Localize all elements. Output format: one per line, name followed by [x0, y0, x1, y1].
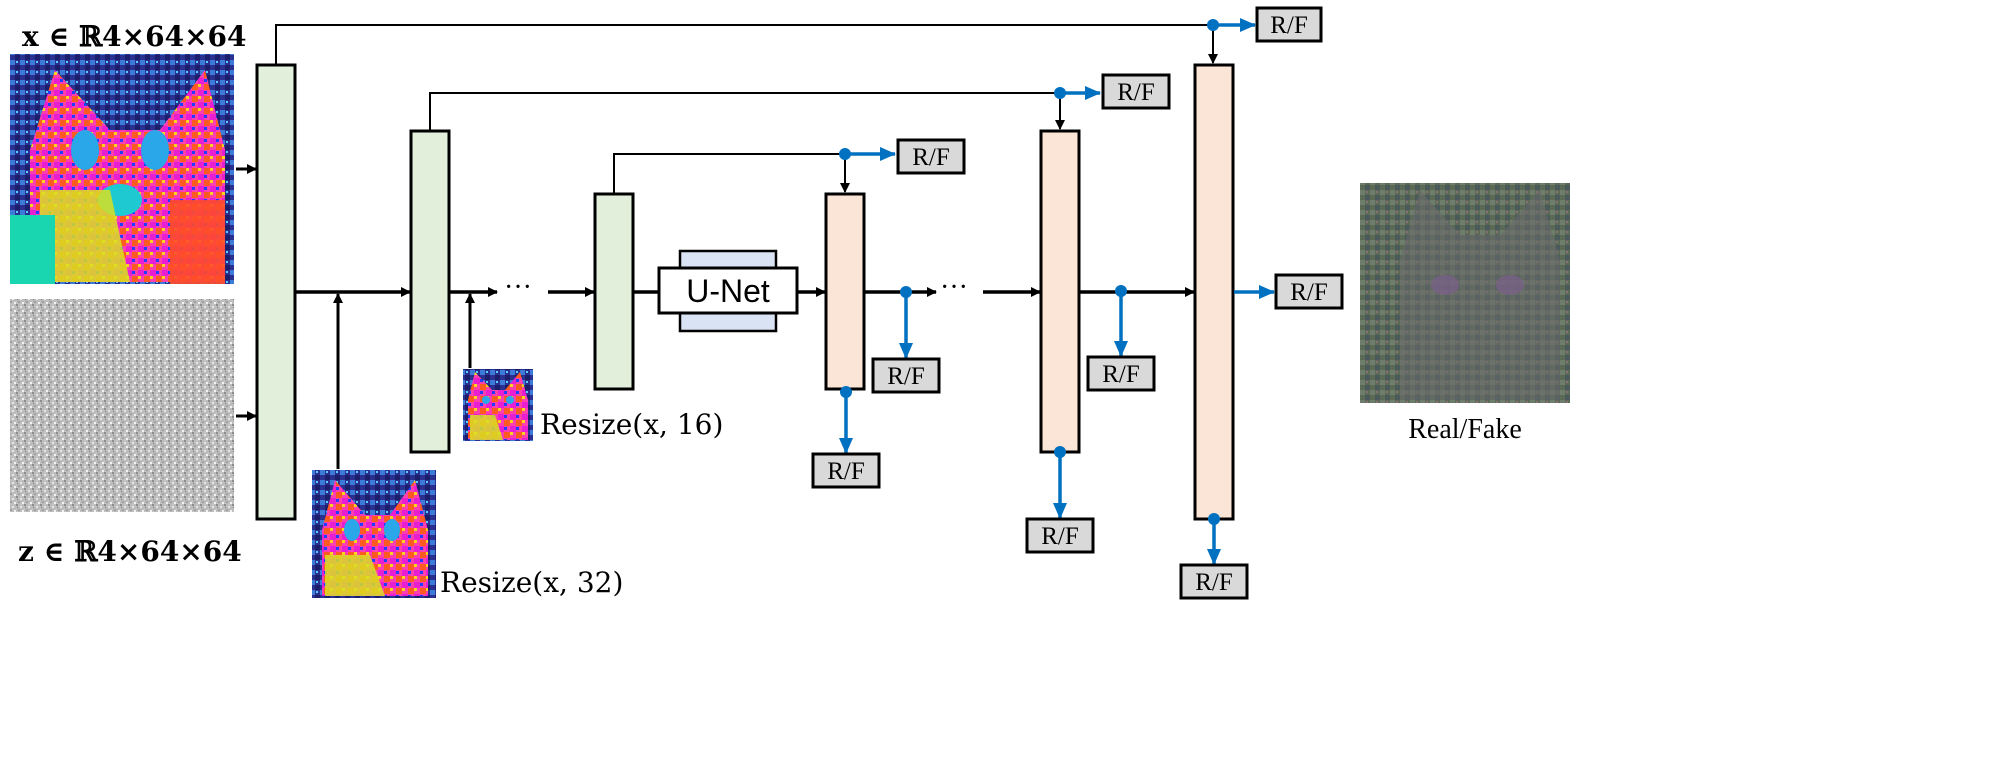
svg-text:R/F: R/F: [1102, 361, 1140, 388]
rf-box-bottom-3: R/F: [1179, 563, 1249, 600]
rf-box-bottom-1: R/F: [811, 452, 881, 489]
encoder-block-2: [409, 129, 451, 454]
resize16-label: Resize(x, 16): [540, 408, 723, 441]
svg-text:R/F: R/F: [1290, 279, 1328, 306]
rf-box-final: R/F: [1274, 273, 1344, 310]
x-input-label: x ∈ ℝ4×64×64: [22, 20, 247, 53]
x-input-image: [10, 54, 234, 284]
svg-text:R/F: R/F: [827, 458, 865, 485]
rf-branch-dots: [839, 19, 1220, 525]
unet-block: U-Net: [657, 249, 799, 333]
z-input-image: [10, 299, 234, 512]
rf-box-top-2: R/F: [1101, 73, 1171, 110]
decoder-block-2: [1039, 129, 1081, 454]
encoder-block-3: [593, 192, 635, 391]
svg-text:R/F: R/F: [1041, 523, 1079, 550]
rf-box-mid-1: R/F: [871, 357, 941, 394]
decoder-block-3: [1193, 63, 1235, 521]
svg-text:R/F: R/F: [1270, 12, 1308, 39]
svg-text:R/F: R/F: [1195, 569, 1233, 596]
real-fake-label: Real/Fake: [1408, 414, 1522, 445]
rf-box-top-3: R/F: [896, 138, 966, 175]
output-image: [1360, 183, 1570, 403]
decoder-ellipsis: ···: [940, 272, 968, 303]
decoder-block-1: [824, 192, 866, 391]
resize32-label: Resize(x, 32): [440, 566, 623, 599]
rf-box-bottom-2: R/F: [1025, 517, 1095, 554]
rf-box-mid-2: R/F: [1086, 355, 1156, 392]
encoder-ellipsis: ···: [504, 272, 532, 303]
z-input-label: z ∈ ℝ4×64×64: [18, 535, 242, 568]
rf-box-top-1: R/F: [1255, 6, 1323, 43]
svg-text:R/F: R/F: [1117, 79, 1155, 106]
encoder-block-1: [255, 63, 297, 521]
skip-connections: [275, 24, 1218, 194]
rf-branches: [839, 18, 1275, 565]
svg-text:R/F: R/F: [912, 144, 950, 171]
resize16-image: [463, 369, 533, 441]
unet-label: U-Net: [686, 273, 770, 309]
svg-text:R/F: R/F: [887, 363, 925, 390]
resize32-image: [312, 470, 436, 598]
